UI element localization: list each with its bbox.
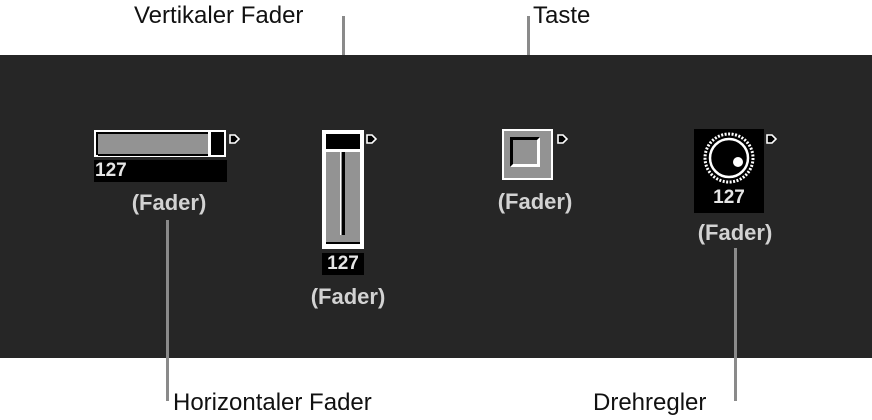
output-arrow-icon xyxy=(366,134,378,144)
fader-slot-highlight xyxy=(340,152,341,235)
horizontal-fader-caption: (Fader) xyxy=(131,190,207,215)
knob-dial-icon xyxy=(703,132,755,184)
button-caption: (Fader) xyxy=(497,189,573,214)
vertical-fader-value: 127 xyxy=(322,253,364,275)
fader-thumb[interactable] xyxy=(208,132,211,155)
callout-label-vertical-fader: Vertikaler Fader xyxy=(134,2,304,29)
horizontal-fader[interactable] xyxy=(94,130,226,157)
fader-track xyxy=(326,152,360,244)
callout-line-horizontal-fader xyxy=(166,220,169,401)
callout-label-button: Taste xyxy=(533,2,591,29)
fader-fill xyxy=(98,134,208,156)
knob-control[interactable]: 127 xyxy=(694,129,764,213)
button-control[interactable] xyxy=(502,129,553,180)
output-arrow-icon xyxy=(557,134,569,144)
vertical-fader-caption: (Fader) xyxy=(310,284,386,309)
horizontal-fader-value: 127 xyxy=(94,160,227,182)
fader-cap[interactable] xyxy=(326,134,360,149)
fader-slot xyxy=(342,152,345,235)
callout-line-knob xyxy=(734,248,737,401)
knob-caption: (Fader) xyxy=(697,220,773,245)
button-bevel xyxy=(510,137,540,167)
vertical-fader[interactable] xyxy=(322,130,364,249)
knob-value: 127 xyxy=(713,187,745,208)
output-arrow-icon xyxy=(229,134,241,144)
callout-label-knob: Drehregler xyxy=(593,389,707,416)
output-arrow-icon xyxy=(766,134,778,144)
callout-label-horizontal-fader: Horizontaler Fader xyxy=(173,389,372,416)
